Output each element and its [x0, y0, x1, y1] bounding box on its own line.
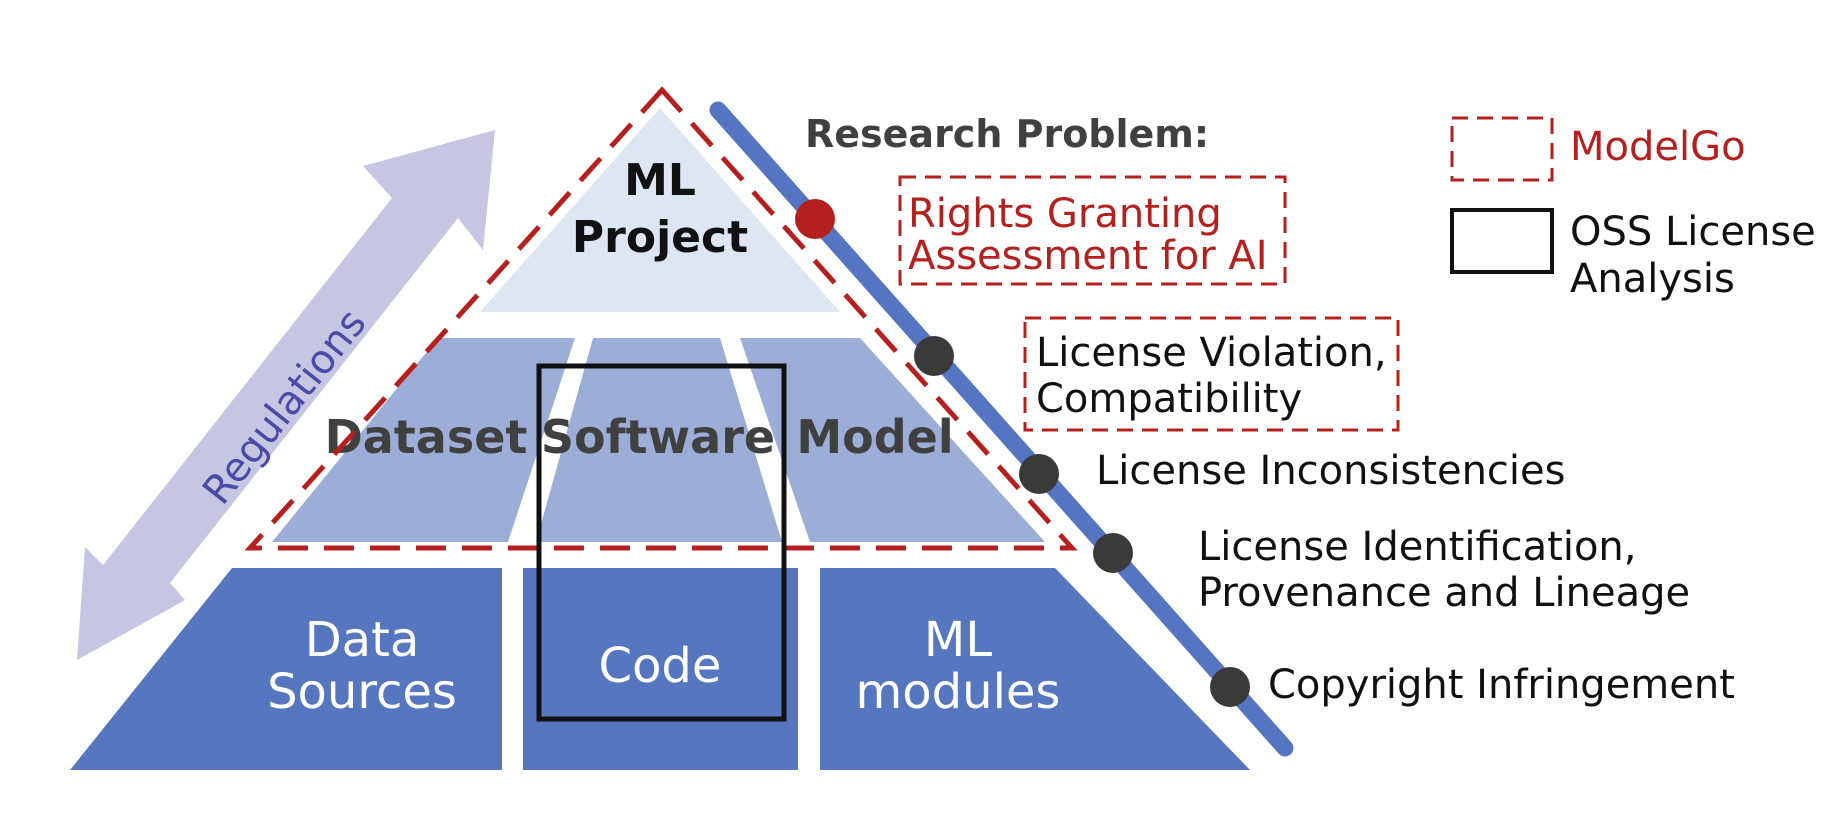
problem-node-license-identification	[1093, 533, 1133, 573]
problem-license-violation-dashed-box	[1023, 316, 1400, 432]
problem-node-rights-granting	[795, 199, 835, 239]
pyramid-middle-dataset-label: Dataset	[325, 410, 528, 464]
pyramid-bottom-ml-modules-line2: modules	[856, 664, 1061, 720]
pyramid-middle-model-label: Model	[796, 410, 953, 464]
legend: ModelGo OSS License Analysis	[1450, 116, 1816, 302]
legend-oss-label-line2: Analysis	[1570, 256, 1735, 302]
legend-modelgo-swatch	[1450, 116, 1554, 182]
problem-rights-granting-dashed-box	[898, 175, 1287, 286]
pyramid-middle-dataset-block	[272, 338, 575, 542]
problem-rights-granting-line1: Rights Granting	[908, 191, 1222, 237]
pyramid-bottom-data-sources-line1: Data	[305, 612, 420, 668]
pyramid-top-label-line1: ML	[624, 155, 696, 206]
pyramid-middle-software-label: Software	[541, 410, 775, 464]
problem-node-license-violation	[914, 336, 954, 376]
problem-license-violation-line2: Compatibility	[1036, 376, 1302, 422]
problem-license-violation-line1: License Violation,	[1036, 330, 1387, 376]
pyramid-bottom-tier	[70, 568, 1250, 770]
problem-license-inconsistencies: License Inconsistencies	[1096, 448, 1565, 494]
problem-copyright-infringement: Copyright Infringement	[1268, 662, 1735, 708]
pyramid-bottom-ml-modules-line1: ML	[924, 612, 992, 668]
pyramid-bottom-code-block	[523, 568, 798, 770]
pyramid-bottom-code-line1: Code	[599, 638, 722, 694]
pyramid-bottom-ml-modules-block	[820, 568, 1250, 770]
pyramid-bottom-data-sources-line2: Sources	[267, 664, 457, 720]
problem-rights-granting-line2: Assessment for AI	[908, 233, 1268, 279]
legend-oss-label-line1: OSS License	[1570, 209, 1816, 255]
problem-license-identification-line2: Provenance and Lineage	[1198, 570, 1690, 616]
pyramid-middle-model-block	[740, 338, 1045, 542]
legend-modelgo-label: ModelGo	[1570, 124, 1746, 170]
pyramid-middle-tier	[272, 338, 1045, 542]
pyramid-middle-software-block	[536, 338, 782, 542]
problem-node-copyright-infringement	[1210, 667, 1250, 707]
oss-license-analysis-outline	[536, 363, 787, 722]
problem-license-identification-line1: License Identification,	[1198, 524, 1637, 570]
research-problem-heading: Research Problem:	[805, 112, 1209, 156]
regulations-arrow-shape	[77, 130, 495, 660]
problem-node-license-inconsistencies	[1019, 454, 1059, 494]
modelgo-scope-outline	[244, 86, 1078, 551]
pyramid-top-tier	[480, 108, 840, 312]
pyramid-bottom-data-sources-block	[70, 568, 502, 770]
pyramid-top-label-line2: Project	[572, 212, 748, 263]
legend-oss-swatch	[1450, 208, 1554, 274]
